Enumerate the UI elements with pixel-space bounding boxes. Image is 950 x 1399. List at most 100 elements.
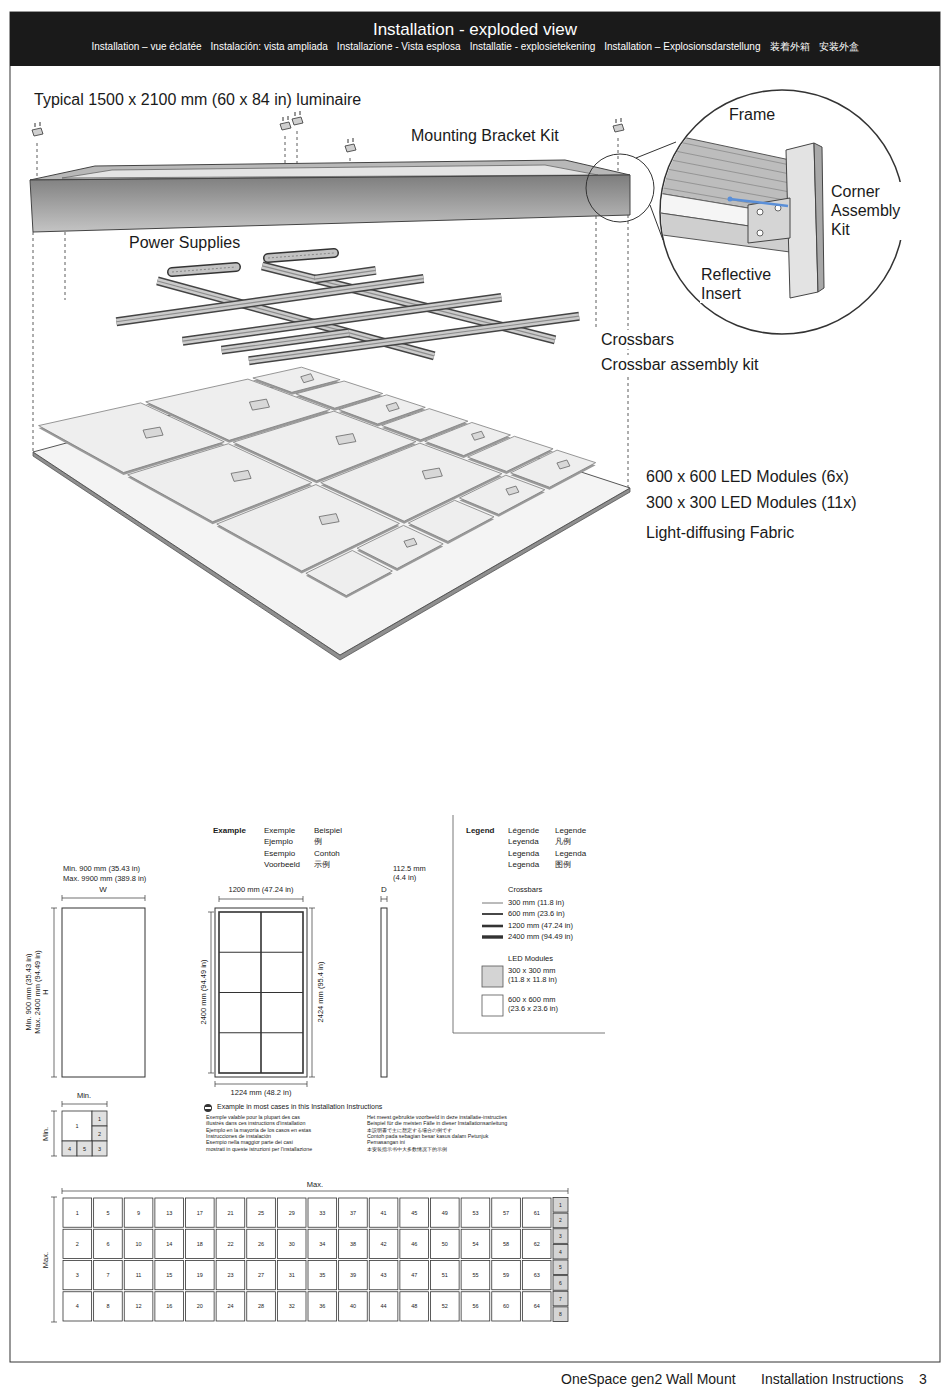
grid-cell <box>400 1198 429 1227</box>
bracket-hole <box>757 209 763 215</box>
grid-cell <box>492 1261 521 1290</box>
grid-cell <box>186 1229 215 1258</box>
annotation: 凡例 <box>554 837 572 847</box>
annotation: 112.5 mm (4.4 in) <box>392 864 438 882</box>
page-border <box>10 12 940 1362</box>
translated-title: Installatie - explosietekening <box>470 41 596 53</box>
max-grid <box>63 1198 568 1322</box>
corner-plate-side <box>814 143 824 292</box>
dimension-drawings <box>51 815 605 1322</box>
cell-number: 18 <box>197 1241 203 1248</box>
grid-cell <box>277 1292 306 1321</box>
grid-cell <box>431 1229 460 1258</box>
module-driver <box>386 402 399 411</box>
dimension-tick <box>303 896 304 902</box>
grid-cell <box>431 1292 460 1321</box>
bracket-screw <box>35 123 36 127</box>
bracket-screw <box>616 119 617 123</box>
module-driver <box>231 470 251 481</box>
grid-cell <box>277 1229 306 1258</box>
power-supply <box>172 267 236 272</box>
grid-cell <box>400 1292 429 1321</box>
part-label: Reflective Insert <box>700 265 787 303</box>
annotation: 5 <box>83 1145 86 1152</box>
cell-number: 8 <box>559 1311 562 1317</box>
dimension-tick <box>62 895 63 901</box>
grid-cell <box>124 1198 153 1227</box>
grid-cell <box>94 1198 123 1227</box>
part-label: Corner Assembly Kit <box>830 182 910 240</box>
grid-cell <box>155 1292 184 1321</box>
grid-cell <box>369 1292 398 1321</box>
header-bar <box>10 12 940 66</box>
grid-cell <box>461 1198 490 1227</box>
part-label: Typical 1500 x 2100 mm (60 x 84 in) lumi… <box>33 90 362 109</box>
translated-title: Installation – vue éclatée <box>91 41 201 53</box>
legend-sample <box>482 926 503 927</box>
cell-number: 59 <box>503 1272 509 1279</box>
crossbar-groove <box>222 333 349 350</box>
grid-cell <box>63 1229 92 1258</box>
alignment-line <box>297 131 298 165</box>
cell-number: 38 <box>350 1241 356 1248</box>
bracket-screw <box>300 111 301 115</box>
cell-number: 40 <box>350 1303 356 1310</box>
dimension-tick <box>62 1188 63 1194</box>
page-title: Installation - exploded view <box>10 20 940 40</box>
frame <box>30 160 630 232</box>
cell-number: 12 <box>136 1303 142 1310</box>
grid-cell <box>216 1198 245 1227</box>
translated-title: Installation – Explosionsdarstellung <box>604 41 760 53</box>
footer-text: Installation Instructions <box>760 1371 904 1388</box>
grid-cell <box>431 1198 460 1227</box>
alignment-line <box>618 138 619 174</box>
legend-sample <box>482 903 503 904</box>
mounting-bracket <box>32 128 43 136</box>
cell-number: 58 <box>503 1241 509 1248</box>
grid-cell <box>63 1292 92 1321</box>
legend-text: 600 x 600 mm (23.6 x 23.6 in) <box>507 995 575 1013</box>
annotation: D <box>380 885 388 895</box>
dimension-tick <box>208 1073 214 1074</box>
grid-cell <box>308 1261 337 1290</box>
cell-number: 34 <box>319 1241 325 1248</box>
dimension-tick <box>568 1188 569 1194</box>
part-label: 600 x 600 LED Modules (6x) <box>645 467 850 486</box>
translated-title: Instalación: vista ampliada <box>211 41 328 53</box>
legend-swatch <box>482 966 503 987</box>
grid-cell <box>339 1229 368 1258</box>
dimension-tick <box>51 1077 57 1078</box>
cell-number: 46 <box>411 1241 417 1248</box>
annotation: Legenda <box>554 849 587 859</box>
part-label: Frame <box>728 105 776 124</box>
legend-text: 2400 mm (94.49 in) <box>507 932 574 941</box>
grid-cell <box>124 1229 153 1258</box>
bracket-screw <box>353 138 354 142</box>
grid-cell <box>155 1198 184 1227</box>
dimension-tick <box>51 908 57 909</box>
power-supply <box>268 253 334 258</box>
annotation: 4 <box>68 1145 71 1152</box>
grid-cell <box>94 1292 123 1321</box>
annotation: Legenda <box>507 860 540 870</box>
cell-number: 8 <box>106 1303 109 1310</box>
module-driver <box>301 374 314 383</box>
annotation: Legenda <box>507 849 540 859</box>
annotation: 本安装指示书中大多数情况下的示例 <box>366 1146 448 1152</box>
annotation: 示例 <box>313 860 331 870</box>
cell-number: 11 <box>136 1272 142 1279</box>
annotation: LED Modules <box>507 954 554 963</box>
corner-plate <box>786 143 818 298</box>
insert-arrow <box>730 199 788 206</box>
annotation: Min. 900 mm (35.43 in) <box>62 864 141 873</box>
dimension-tick <box>145 895 146 901</box>
legend-line-sample <box>482 903 503 904</box>
legend-text: 1200 mm (47.24 in) <box>507 921 574 930</box>
example-frame <box>215 908 307 1077</box>
annotation: Contoh <box>313 849 341 859</box>
cell-number: 52 <box>442 1303 448 1310</box>
mounting-bracket <box>345 138 356 152</box>
grid-cell <box>400 1261 429 1290</box>
grid-cell <box>400 1229 429 1258</box>
grid-cell <box>522 1292 551 1321</box>
